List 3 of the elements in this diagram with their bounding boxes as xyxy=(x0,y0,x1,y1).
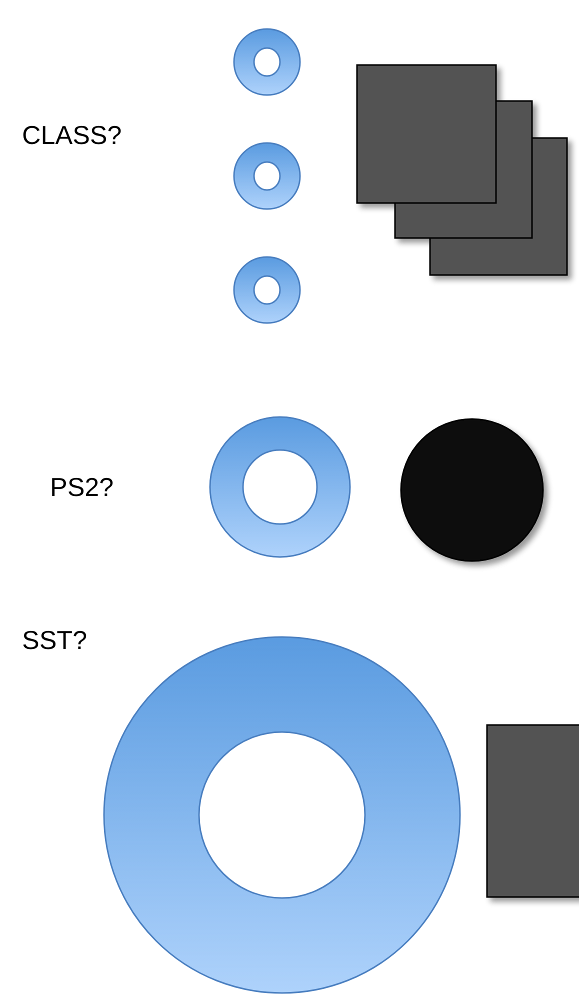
question-label: SST? xyxy=(22,627,88,653)
question-label: PS2? xyxy=(50,474,114,500)
question-label: CLASS? xyxy=(22,122,122,148)
